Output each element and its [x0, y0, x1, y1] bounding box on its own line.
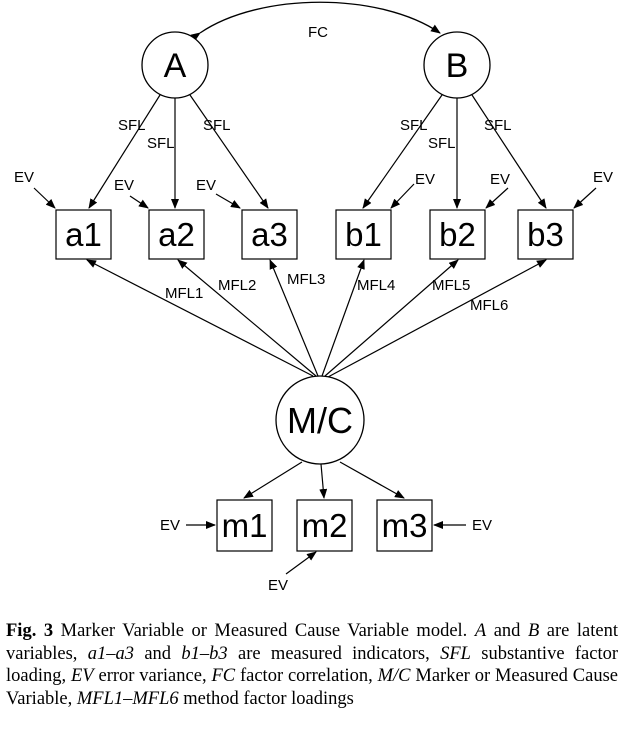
mfl3-label: MFL3 [287, 271, 325, 288]
path-diagram: FC A B SFL SFL SFL SFL SFL SFL a1 a2 a3 … [14, 1, 613, 594]
mfl2-label: MFL2 [218, 277, 256, 294]
ev-arrow-b2 [485, 187, 509, 209]
mfl5-label: MFL5 [432, 277, 470, 294]
caption-text: error variance, [93, 666, 212, 686]
ev-label-m1: EV [160, 517, 180, 534]
indicator-a3-label: a3 [251, 216, 288, 253]
caption-text: and [486, 621, 528, 641]
mfl4-label: MFL4 [357, 277, 395, 294]
latent-b-label: B [446, 47, 469, 85]
ev-label-a1: EV [14, 169, 34, 186]
indicator-b3-label: b3 [527, 216, 564, 253]
indicator-b1: b1 [335, 209, 392, 260]
caption-text: substantive factor loading, [6, 643, 619, 687]
indicator-b2-label: b2 [439, 216, 476, 253]
latent-b: B [423, 31, 491, 99]
mfl6-label: MFL6 [470, 297, 508, 314]
caption-term: b1–b3 [181, 643, 228, 664]
ev-label-b1: EV [415, 171, 435, 188]
fc-label: FC [308, 24, 328, 41]
sfl-arrow-b1 [362, 94, 443, 209]
ev-label-m3: EV [472, 517, 492, 534]
mfl-arrow-b1 [321, 259, 365, 377]
marker-m2-label: m2 [302, 507, 348, 544]
marker-m3-label: m3 [382, 507, 428, 544]
marker-m1-label: m1 [222, 507, 268, 544]
ev-arrow-a1 [33, 187, 56, 209]
indicator-a2-label: a2 [158, 216, 195, 253]
caption-term: EV [71, 666, 94, 686]
sfl-label-a1: SFL [118, 117, 146, 134]
mfl-arrow-b3 [327, 259, 547, 378]
latent-mc-label: M/C [287, 400, 353, 441]
marker-m1: m1 [216, 499, 273, 552]
caption-text: are measured indicators, [227, 643, 441, 664]
ev-arrow-a3 [215, 193, 241, 209]
caption-text: method factor loadings [178, 688, 354, 709]
mfl-arrow-a3 [269, 259, 319, 377]
mfl-arrow-b2 [324, 259, 459, 377]
ev-arrow-m2 [285, 551, 317, 575]
sfl-arrow-a3 [189, 94, 269, 209]
latent-a-label: A [164, 47, 187, 85]
sfl-arrow-a1 [88, 94, 161, 209]
marker-m3: m3 [376, 499, 433, 552]
caption-term: a1–a3 [87, 643, 134, 664]
mc-arrow-m1 [243, 461, 303, 499]
caption-term: SFL [440, 643, 471, 664]
ev-label-b2: EV [490, 171, 510, 188]
sfl-label-b1: SFL [400, 117, 428, 134]
ev-label-m2: EV [268, 577, 288, 594]
caption-term: FC [211, 666, 236, 686]
latent-mc: M/C [275, 375, 365, 465]
mc-arrow-m3 [339, 461, 405, 499]
sfl-label-a2: SFL [147, 135, 175, 152]
indicator-b2: b2 [429, 209, 486, 260]
ev-arrow-a2 [129, 195, 149, 209]
mfl-arrow-a1 [86, 259, 314, 377]
sfl-arrow-b3 [471, 94, 547, 209]
figure-caption: Fig. 3 Marker Variable or Measured Cause… [6, 620, 618, 710]
caption-term: B [527, 621, 540, 641]
indicator-b3: b3 [517, 209, 574, 260]
indicator-a1: a1 [55, 209, 112, 260]
sfl-label-a3: SFL [203, 117, 231, 134]
marker-m2: m2 [296, 499, 353, 552]
caption-term: MFL1–MFL6 [76, 688, 179, 709]
ev-label-a2: EV [114, 177, 134, 194]
caption-text: Marker Variable or Measured Cause Variab… [53, 621, 475, 641]
fc-arc [190, 1, 441, 42]
ev-label-b3: EV [593, 169, 613, 186]
caption-text: are latent variables, [6, 621, 618, 664]
caption-text: and [134, 643, 182, 664]
caption-text: Marker or Measured Cause Variable, [6, 666, 619, 709]
indicator-b1-label: b1 [345, 216, 382, 253]
ev-arrow-b3 [573, 187, 597, 209]
indicator-a3: a3 [241, 209, 298, 260]
caption-term: M/C [377, 666, 411, 686]
sfl-label-b2: SFL [428, 135, 456, 152]
caption-text: factor correlation, [235, 666, 378, 686]
ev-label-a3: EV [196, 177, 216, 194]
ev-arrow-b1 [390, 183, 415, 209]
indicator-a1-label: a1 [65, 216, 102, 253]
latent-a: A [141, 31, 209, 99]
caption-fig-number: Fig. 3 [6, 621, 54, 641]
mfl-arrow-a2 [177, 259, 317, 377]
mfl1-label: MFL1 [165, 285, 203, 302]
indicator-a2: a2 [148, 209, 205, 260]
sfl-label-b3: SFL [484, 117, 512, 134]
mc-arrow-m2 [319, 463, 328, 499]
caption-term: A [474, 621, 487, 641]
